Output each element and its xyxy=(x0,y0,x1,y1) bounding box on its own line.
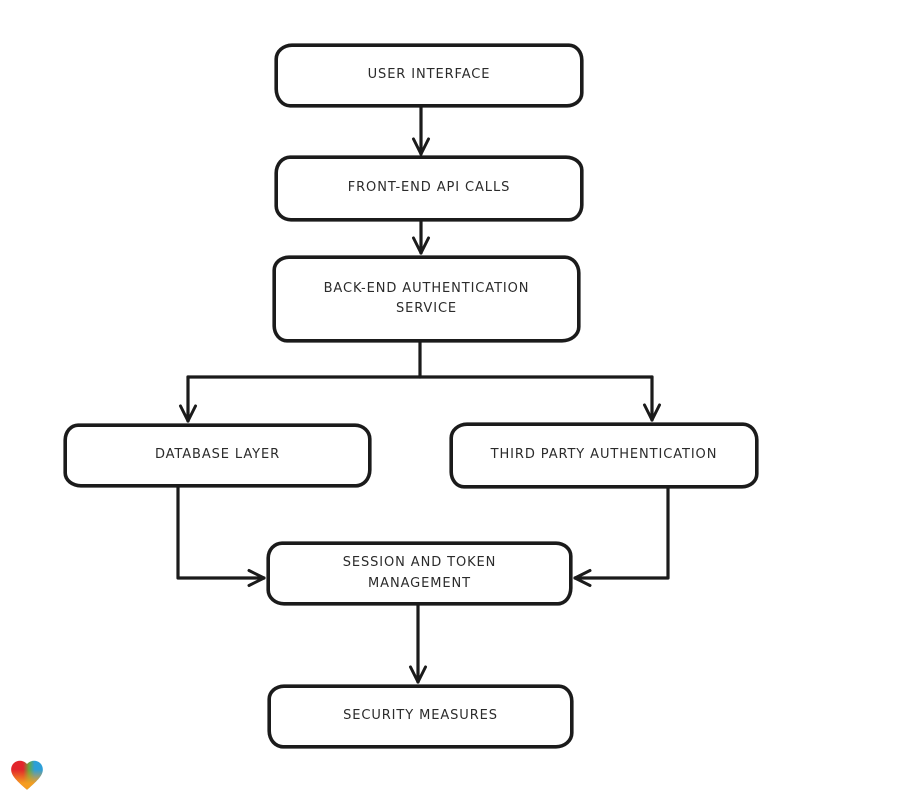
node-label: FRONT-END API CALLS xyxy=(347,180,511,196)
node-front-end-api-calls: FRONT-END API CALLS xyxy=(275,156,583,221)
node-label: USER INTERFACE xyxy=(367,67,491,83)
node-user-interface: USER INTERFACE xyxy=(275,44,583,107)
edge-thirdparty-to-session xyxy=(573,486,670,587)
node-database-layer: DATABASE LAYER xyxy=(64,424,371,487)
edge-database-to-session xyxy=(176,485,266,587)
node-back-end-authentication-service: BACK-END AUTHENTICATION SERVICE xyxy=(273,256,580,342)
gradient-heart-logo-icon xyxy=(11,760,43,790)
node-session-and-token-management: SESSION AND TOKEN MANAGEMENT xyxy=(267,542,572,605)
node-label: BACK-END AUTHENTICATION SERVICE xyxy=(323,280,530,316)
node-label: DATABASE LAYER xyxy=(154,447,281,463)
node-label: SESSION AND TOKEN MANAGEMENT xyxy=(342,555,497,591)
node-label: THIRD PARTY AUTHENTICATION xyxy=(490,447,718,463)
node-third-party-authentication: THIRD PARTY AUTHENTICATION xyxy=(450,423,758,488)
node-label: SECURITY MEASURES xyxy=(343,708,498,724)
node-security-measures: SECURITY MEASURES xyxy=(268,685,573,748)
